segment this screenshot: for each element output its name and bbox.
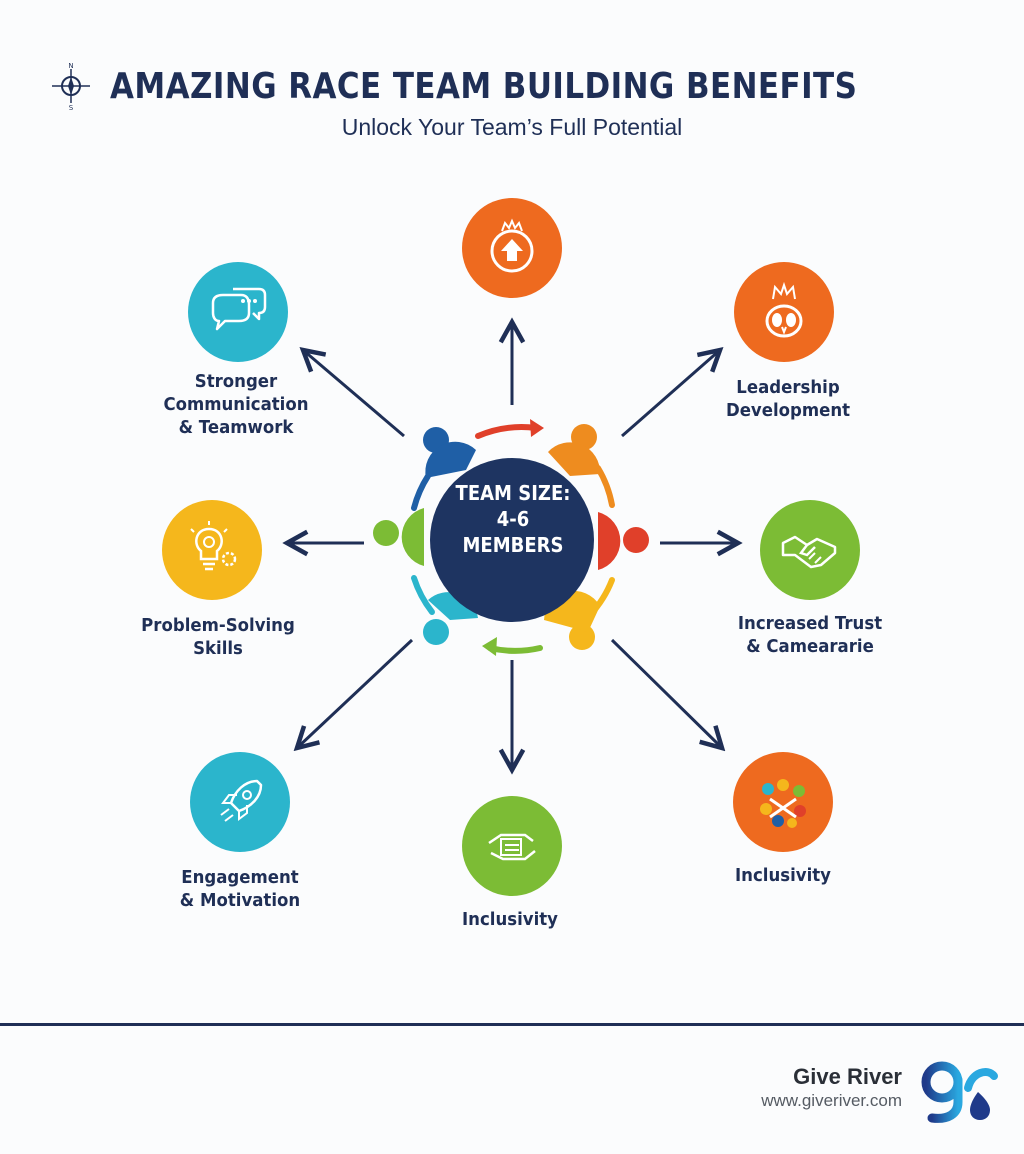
benefit-node-leadership: [734, 262, 834, 362]
ring-arc-red: [475, 424, 539, 439]
benefit-node-communication: [188, 262, 288, 362]
center-hub-text: TEAM SIZE: 4-6 MEMBERS: [441, 480, 585, 558]
hands-together-icon: [488, 833, 536, 861]
brand-url[interactable]: www.giveriver.com: [761, 1091, 902, 1110]
center-hub: [430, 458, 594, 622]
give-river-logo-icon: [921, 1061, 998, 1123]
ring-arc-teal: [411, 575, 435, 615]
chat-bubbles-icon: [211, 287, 267, 331]
ring-arrowhead-red: [530, 419, 544, 437]
benefit-node-trust: [760, 500, 860, 600]
compass-n: N: [68, 62, 73, 70]
compass-icon: N S: [51, 62, 90, 111]
benefit-node-inclusivity-right: [733, 752, 833, 852]
lightbulb-gears-icon: [190, 521, 237, 571]
ring-arc-blue: [411, 473, 431, 511]
brand-name: Give River: [793, 1064, 902, 1089]
arrow-top-right: [621, 350, 720, 438]
team-member-green: [373, 508, 424, 566]
ring-arc-green: [487, 645, 543, 654]
team-member-orange: [548, 424, 601, 476]
label-leadership: Leadership Development: [725, 377, 851, 421]
center-line-3: MEMBERS: [462, 533, 564, 557]
hub-diagram: [0, 0, 1024, 1000]
benefit-node-engagement: [190, 752, 290, 852]
label-communication: Stronger Communication & Teamwork: [163, 371, 309, 438]
center-line-2: 4-6: [496, 507, 530, 531]
benefit-node-top: [462, 198, 562, 298]
handshake-icon: [781, 535, 837, 569]
label-problem-solving: Problem-Solving Skills: [141, 615, 295, 659]
page-subtitle: Unlock Your Team’s Full Potential: [341, 114, 683, 140]
benefit-node-problem-solving: [162, 500, 262, 600]
title-row: N S AMAZING RACE TEAM BUILDING BENEFITS: [0, 58, 1024, 114]
arrow-bottom-left: [297, 638, 414, 748]
page-title: AMAZING RACE TEAM BUILDING BENEFITS: [109, 65, 857, 107]
label-inclusivity-bottom: Inclusivity: [462, 909, 558, 930]
benefit-node-inclusivity-bottom: [462, 796, 562, 896]
rocket-icon: [220, 779, 263, 822]
footer-divider: [0, 1023, 1024, 1026]
team-member-blue: [423, 427, 476, 478]
arrow-top-left: [303, 350, 405, 438]
center-line-1: TEAM SIZE:: [455, 481, 571, 505]
ring-arrowhead-green: [482, 637, 497, 656]
team-member-red: [598, 512, 649, 570]
diverse-people-icon: [760, 779, 806, 828]
label-inclusivity-right: Inclusivity: [735, 865, 831, 886]
crown-head-icon: [765, 281, 803, 338]
label-engagement: Engagement & Motivation: [179, 867, 301, 911]
compass-s: S: [68, 104, 73, 111]
label-trust: Increased Trust & Camearari﻿e: [737, 613, 883, 657]
crown-arrow-up-icon: [490, 218, 534, 273]
arrow-bottom-right: [610, 638, 722, 748]
ring-arc-orange: [595, 465, 615, 508]
